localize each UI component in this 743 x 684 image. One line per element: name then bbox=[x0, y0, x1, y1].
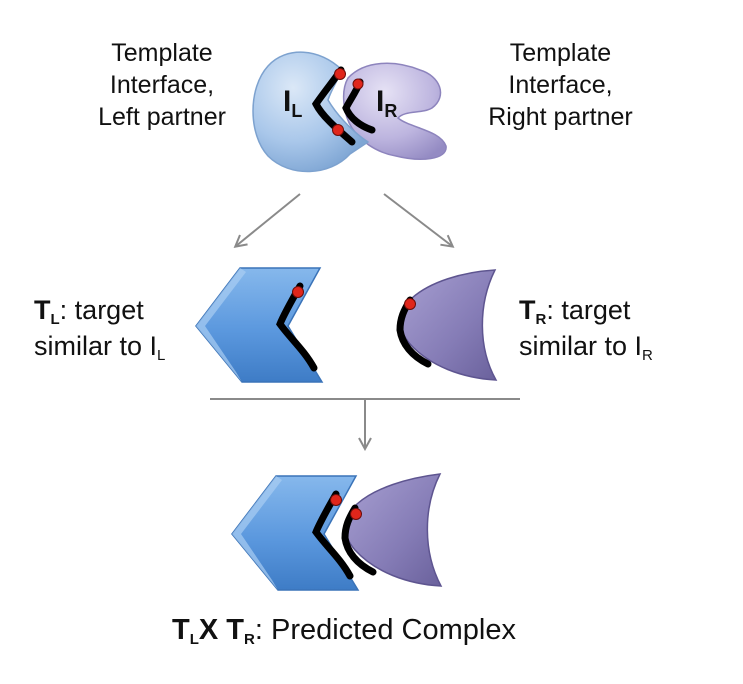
template-complex-icon: IL IR bbox=[252, 51, 447, 173]
template-left-label: Template Interface, Left partner bbox=[62, 37, 262, 133]
residue-dot bbox=[352, 78, 364, 90]
arrow-to-target-right bbox=[383, 193, 452, 246]
predicted-complex-caption: TLX TR: Predicted Complex bbox=[172, 614, 516, 648]
target-right-shape bbox=[396, 269, 498, 381]
template-left-line-1: Template bbox=[111, 39, 213, 67]
template-right-line-1: Template bbox=[509, 39, 612, 67]
residue-dot bbox=[330, 494, 342, 506]
target-left-shape bbox=[195, 267, 324, 383]
template-right-line-3: Right partner bbox=[488, 103, 633, 131]
target-left-label: TL: target similar to IL bbox=[34, 295, 166, 364]
complex-interface-line-left bbox=[312, 490, 354, 580]
icon-right-label: IR bbox=[376, 85, 397, 121]
right-interface-line bbox=[342, 78, 376, 134]
template-right-label: Template Interface, Right partner bbox=[458, 37, 663, 133]
residue-dot bbox=[292, 286, 304, 298]
complex-interface-line-right bbox=[341, 504, 377, 576]
icon-left-label: IL bbox=[283, 85, 302, 121]
template-right-line-2: Interface, bbox=[508, 71, 613, 99]
target-left-interface-line bbox=[276, 282, 318, 372]
template-left-line-2: Interface, bbox=[109, 71, 215, 99]
left-partner-shape bbox=[252, 51, 370, 173]
target-right-interface-line bbox=[396, 296, 432, 368]
residue-dot bbox=[404, 298, 416, 310]
residue-dot bbox=[350, 508, 362, 520]
arrow-to-target-left bbox=[236, 193, 301, 246]
template-left-line-3: Left partner bbox=[98, 103, 226, 131]
residue-dot bbox=[334, 68, 346, 80]
target-right-label: TR: target similar to IR bbox=[519, 295, 653, 364]
predicted-complex-shape bbox=[231, 473, 443, 591]
residue-dot bbox=[332, 124, 344, 136]
